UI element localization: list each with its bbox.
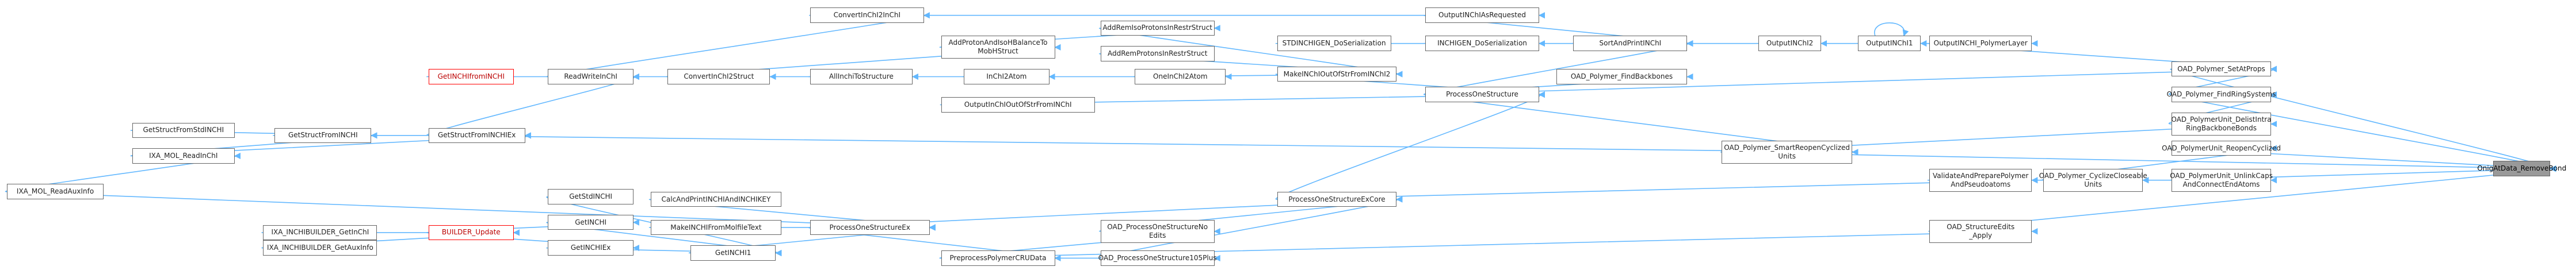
graph-node-findback[interactable]: OAD_Polymer_FindBackbones xyxy=(1556,69,1688,84)
graph-node-addremprot[interactable]: AddRemProtonsInRestrStruct xyxy=(1100,46,1215,61)
graph-node-findring[interactable]: OAD_Polymer_FindRingSystems xyxy=(2167,87,2276,102)
graph-node-getstdinchi[interactable]: GetStdINCHI xyxy=(548,189,633,204)
graph-node-setprops[interactable]: OAD_Polymer_SetAtProps xyxy=(2171,61,2272,77)
graph-node-pnoedits[interactable]: OAD_ProcessOneStructureNo Edits xyxy=(1100,219,1215,243)
graph-edge-pstruct-setprops xyxy=(1425,65,2277,95)
graph-node-makefrommol[interactable]: MakeINCHIFromMolfileText xyxy=(650,219,782,235)
graph-node-getstructex[interactable]: GetStructFromINCHIEx xyxy=(428,128,525,144)
graph-edge-outinchi1-outinchi1 xyxy=(1874,22,1909,37)
graph-node-addremiso[interactable]: AddRemIsoProtonsInRestrStruct xyxy=(1100,20,1215,36)
graph-edge-delist-findring xyxy=(2169,91,2277,125)
graph-node-readwrite[interactable]: ReadWriteInChI xyxy=(548,69,633,84)
graph-node-ixabuilderaux[interactable]: IXA_INCHIBUILDER_GetAuxInfo xyxy=(263,240,377,256)
graph-node-delist[interactable]: OAD_PolymerUnit_DelistIntra RingBackbone… xyxy=(2171,112,2272,136)
graph-node-getinchiex[interactable]: GetINCHIEx xyxy=(548,240,633,256)
graph-node-outinchi2[interactable]: OutputINChI2 xyxy=(1758,36,1822,51)
graph-node-makeout[interactable]: MakeINChIOutOfStrFromINChI2 xyxy=(1277,66,1397,82)
graph-node-pstructex1[interactable]: ProcessOneStructureEx xyxy=(810,219,930,235)
graph-node-ixamolread[interactable]: IXA_MOL_ReadInChI xyxy=(132,148,235,164)
graph-node-addproton[interactable]: AddProtonAndIsoHBalanceTo MobHStruct xyxy=(941,36,1055,59)
graph-node-conv2ch[interactable]: ConvertInChI2InChI xyxy=(810,7,924,24)
graph-node-unlink[interactable]: OAD_PolymerUnit_UnlinkCaps AndConnectEnd… xyxy=(2170,168,2273,192)
graph-node-ixamolaux[interactable]: IXA_MOL_ReadAuxInfo xyxy=(6,184,104,200)
graph-node-allinchi[interactable]: AllInchiToStructure xyxy=(810,69,913,84)
graph-node-inchi2atom[interactable]: InChI2Atom xyxy=(964,69,1050,84)
graph-edge-readwrite-conv2ch xyxy=(547,12,930,78)
graph-node-getstructstd[interactable]: GetStructFromStdINCHI xyxy=(132,122,235,138)
graph-node-builderupd[interactable]: BUILDER_Update xyxy=(428,225,514,241)
graph-node-ixabuilder[interactable]: IXA_INCHIBUILDER_GetInChI xyxy=(263,225,377,241)
graph-edge-findring-setprops xyxy=(2169,65,2277,95)
graph-node-outpoly[interactable]: OutputINCHI_PolymerLayer xyxy=(1929,36,2032,51)
graph-node-stdgen[interactable]: STDINCHIGEN_DoSerialization xyxy=(1277,36,1391,51)
graph-node-precru[interactable]: PreprocessPolymerCRUData xyxy=(941,250,1055,266)
graph-node-conv2st[interactable]: ConvertInChI2Struct xyxy=(667,69,770,84)
graph-node-getinchi1[interactable]: GetINCHI1 xyxy=(690,245,776,261)
graph-node-outreq[interactable]: OutputINChIAsRequested xyxy=(1425,7,1539,24)
graph-node-streditsapp[interactable]: OAD_StructureEdits _Apply xyxy=(1929,219,2032,243)
graph-node-getinchi[interactable]: GetINCHI xyxy=(548,214,633,230)
graph-node-sortprint[interactable]: SortAndPrintINChI xyxy=(1573,36,1688,51)
graph-node-validate[interactable]: ValidateAndPreparePolymer AndPseudoatoms xyxy=(1929,168,2032,192)
graph-node-reopen[interactable]: OAD_PolymerUnit_ReopenCyclized xyxy=(2162,140,2281,156)
graph-node-smart[interactable]: OAD_Polymer_SmartReopenCyclized Units xyxy=(1721,140,1853,164)
graph-edge-ixamolaux-pstructex1 xyxy=(6,191,936,231)
graph-node-oneinchi[interactable]: OneInChI2Atom xyxy=(1135,69,1226,84)
graph-node-inchigen[interactable]: INCHIGEN_DoSerialization xyxy=(1425,36,1539,51)
graph-node-p105[interactable]: OAD_ProcessOneStructure105Plus xyxy=(1098,250,1217,266)
graph-edge-getstructex-smart xyxy=(428,135,1858,156)
graph-node-outchiout[interactable]: OutputInChIOutOfStrFromINChI xyxy=(941,97,1095,113)
graph-node-calcinchi[interactable]: CalcAndPrintINCHIAndINCHIKEY xyxy=(650,191,782,207)
graph-edge-pstructex-pstruct xyxy=(1275,91,1545,200)
graph-node-outinchi1[interactable]: OutputINChI1 xyxy=(1858,36,1921,51)
graph-edge-getstructex-readwrite xyxy=(426,73,639,136)
graph-node-onig[interactable]: OnigAtData_RemoveBond xyxy=(2477,161,2566,177)
graph-node-getfrominchi[interactable]: GetINCHIfromINCHI xyxy=(428,69,514,84)
graph-node-pstruct[interactable]: ProcessOneStructure xyxy=(1425,87,1539,102)
graph-node-getstruct[interactable]: GetStructFromINCHI xyxy=(274,128,372,144)
graph-node-pstructex[interactable]: ProcessOneStructureExCore xyxy=(1277,191,1397,207)
graph-node-cyclize[interactable]: OAD_Polymer_CyclizeCloseable Units xyxy=(2039,168,2147,192)
